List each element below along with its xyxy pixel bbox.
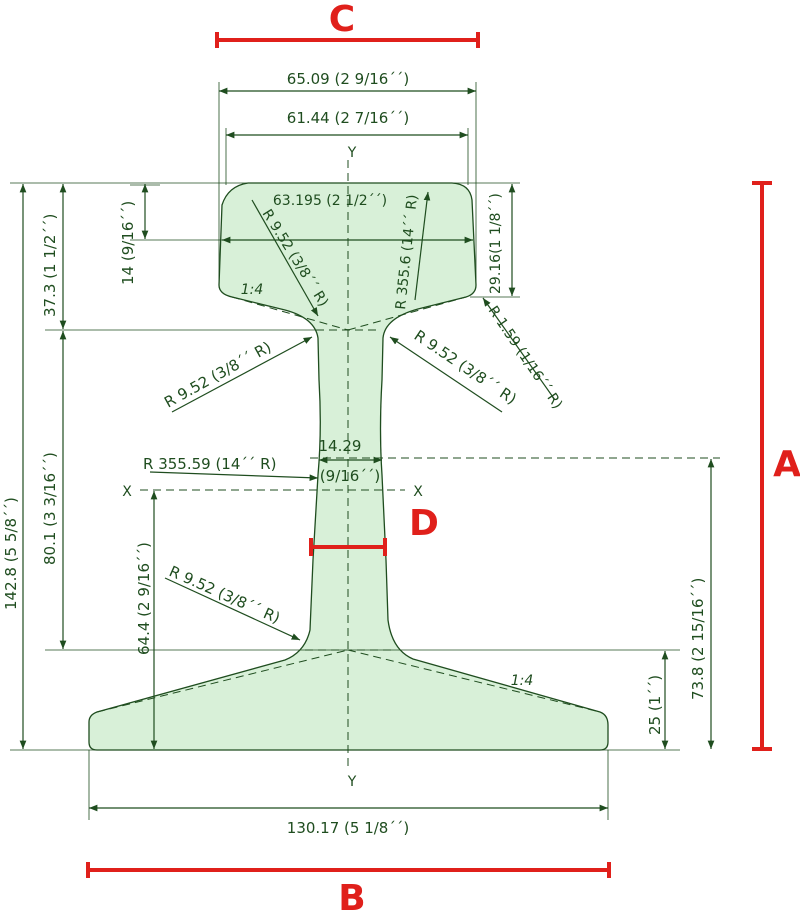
base-taper-label: 1:4 [511, 673, 534, 689]
label-d: D [409, 503, 439, 544]
label-c: C [329, 0, 355, 40]
head-side-height-label: 29.16(1 1/8´´) [488, 193, 504, 294]
y-axis-label-top: Y [347, 145, 357, 161]
dimension-a-bar [752, 181, 772, 751]
web-thickness-inch-label: (9/16´´) [320, 467, 380, 485]
head-outer-width-label: 65.09 (2 9/16´´) [287, 70, 409, 88]
fillet-base-label: R 9.52 (3/8´´ R) [166, 562, 282, 627]
dimension-d-bar [309, 538, 387, 556]
base-edge-label: 25 (1´´) [646, 675, 664, 735]
web-height-label: 80.1 (3 3/16´´) [41, 452, 59, 565]
x-axis-label-left: X [122, 484, 132, 500]
base-width-label: 130.17 (5 1/8´´) [287, 819, 409, 837]
head-taper-label: 1:4 [241, 282, 264, 298]
dimension-b-bar [86, 862, 611, 878]
head-top-width-label: 63.195 (2 1/2´´) [273, 193, 387, 209]
base-to-axis-label: 73.8 (2 15/16´´) [689, 578, 707, 700]
label-b: B [338, 878, 365, 916]
neutral-axis-height-label: 64.4 (2 9/16´´) [135, 542, 153, 655]
dimension-c-bar [215, 32, 480, 48]
y-axis-label-bottom: Y [347, 774, 357, 790]
x-axis-label-right: X [413, 484, 423, 500]
fillet-left-label: R 9.52 (3/8´´ R) [161, 338, 274, 412]
head-depth-label: 14 (9/16´´) [119, 201, 137, 285]
web-radius-label: R 355.59 (14´´ R) [143, 455, 276, 473]
head-inner-width-label: 61.44 (2 7/16´´) [287, 109, 409, 127]
label-a: A [773, 444, 800, 485]
total-height-label: 142.8 (5 5/8´´) [2, 497, 20, 610]
web-thickness-label: 14.29 [319, 437, 362, 455]
head-height-label: 37.3 (1 1/2´´) [41, 214, 59, 317]
